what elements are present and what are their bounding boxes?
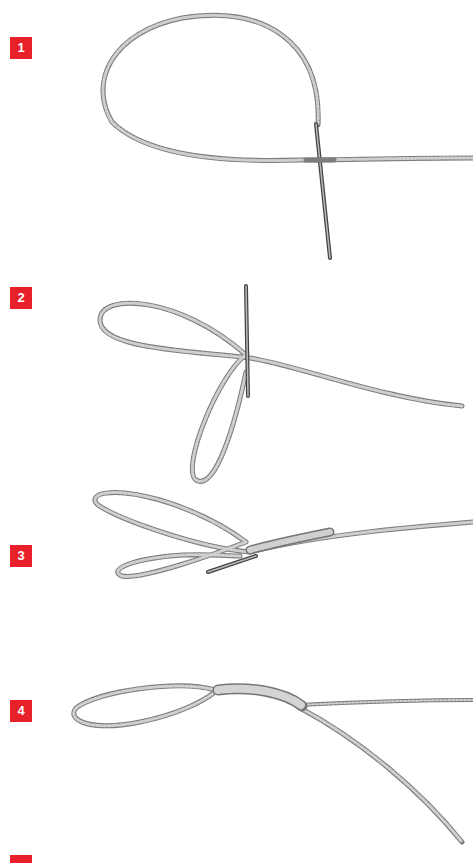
needle-shine [316,124,330,258]
rope-step-2 [100,303,462,481]
callout-number: 2 [10,287,32,309]
needle [246,286,248,396]
needle [316,124,330,258]
callout-number: 3 [10,545,32,567]
needle-shine [246,286,248,396]
needle [208,556,256,572]
rope-step-3 [95,493,473,577]
rope-crossing [306,158,334,163]
callout-number: 4 [10,700,32,722]
step-marker-partial [10,855,32,863]
needle-shine [208,556,256,572]
rope-step-4 [74,686,473,842]
rope-step-1 [103,15,473,160]
callout-number: 1 [10,37,32,59]
